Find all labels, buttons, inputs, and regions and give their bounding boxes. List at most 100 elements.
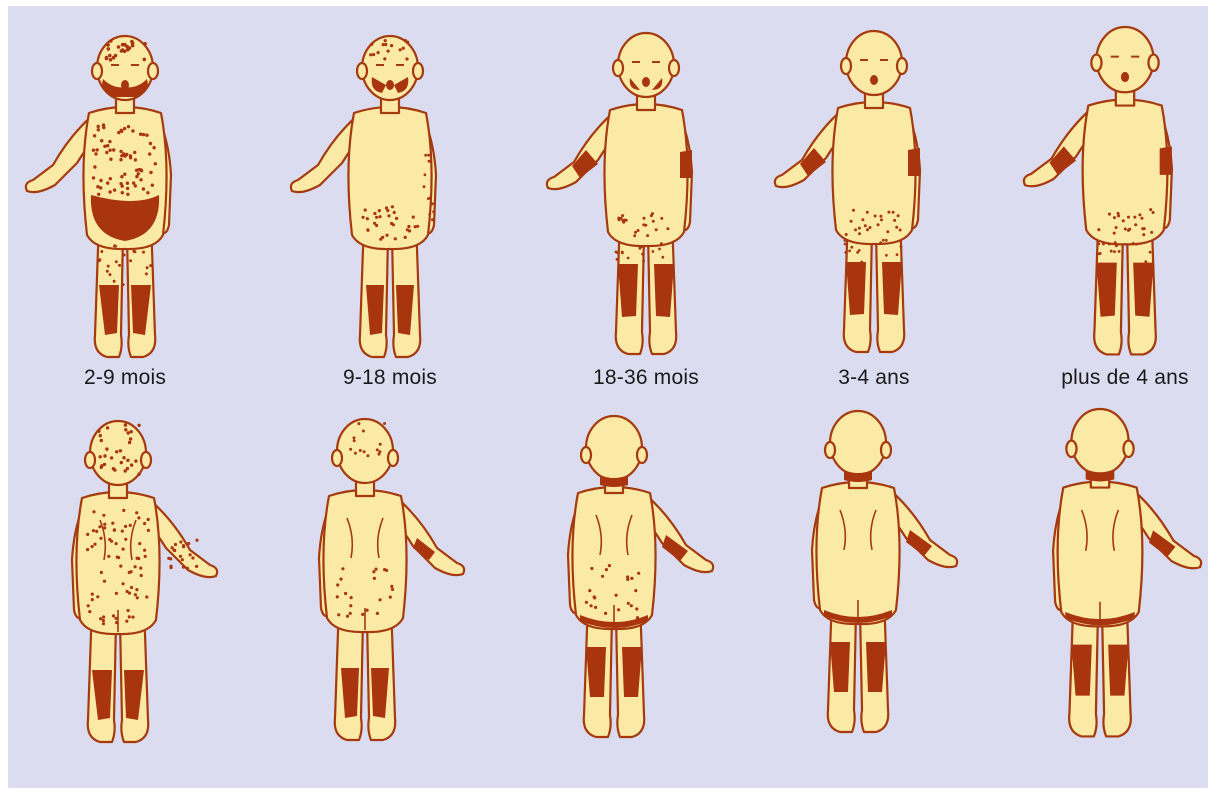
child-back-3 [812, 411, 957, 732]
lesion-dot [412, 216, 415, 219]
lesion-dot [135, 511, 138, 514]
lesion-dot [100, 439, 103, 442]
lesion-dot [126, 193, 129, 196]
ear [85, 452, 95, 468]
lesion-dot [114, 245, 117, 248]
lesion-dot [378, 453, 381, 456]
lesion-dot [1097, 242, 1100, 245]
lesion-dot [658, 248, 661, 251]
lesion-dot [1108, 243, 1111, 246]
lesion-dot [642, 223, 645, 226]
lesion-dot [622, 221, 625, 224]
lesion-dot [364, 208, 367, 211]
lesion-dot [349, 448, 352, 451]
lesion-dot [145, 595, 148, 598]
lesion-dot [102, 619, 105, 622]
lesion-dot [121, 184, 124, 187]
lesion-dot [121, 530, 124, 533]
lesion-dot [115, 450, 118, 453]
lesion-dot [379, 443, 382, 446]
lesion-dot [390, 222, 393, 225]
lesion-dot [99, 434, 102, 437]
lesion-dot [858, 232, 861, 235]
lesion-dot [149, 264, 152, 267]
lesion-dot [95, 530, 98, 533]
lesion-dot [131, 44, 135, 48]
lesion-dot [116, 556, 119, 559]
lesion-dot [344, 592, 347, 595]
lesion-dot [103, 580, 106, 583]
lesion-dot [108, 140, 111, 143]
child-front-4 [1024, 27, 1172, 354]
lesion-dot [98, 259, 101, 262]
lesion-dot [171, 546, 174, 549]
lesion-dot [1097, 228, 1100, 231]
lesion-dot [850, 220, 853, 223]
lesion-dot [115, 542, 118, 545]
lesion-dot [99, 617, 102, 620]
ear [332, 450, 342, 466]
lesion-dot [349, 604, 352, 607]
lesion-dot [1140, 217, 1143, 220]
lesion-dot [174, 543, 177, 546]
lesion-dot [143, 549, 146, 552]
lesion-dot [113, 529, 116, 532]
lesion-dot [885, 239, 888, 242]
lesion-dot [376, 448, 379, 451]
lesion-dot [1134, 223, 1137, 226]
lesion-dot [109, 158, 112, 161]
lesion-dot [147, 518, 150, 521]
lesion-dot [866, 211, 869, 214]
lesion-dot [152, 146, 155, 149]
lesion-dot [143, 42, 147, 46]
lesion-dot [431, 202, 434, 205]
lesion-dot [195, 565, 198, 568]
lesion-dot [391, 205, 394, 208]
lesion-dot [1110, 250, 1113, 253]
lesion-dot [387, 214, 390, 217]
lesion-dot [121, 191, 124, 194]
lesion-dot [844, 251, 847, 254]
lesion-dot [588, 589, 591, 592]
ear [413, 63, 423, 79]
lesion-dot [124, 525, 127, 528]
ear [881, 442, 891, 458]
lesion-dot [617, 608, 620, 611]
lesion-dot [99, 179, 102, 182]
lesion-dot [1152, 211, 1155, 214]
lesion-dot [660, 242, 663, 245]
mouth [386, 80, 394, 90]
lesion-dot [139, 567, 142, 570]
lesion-dot [643, 217, 646, 220]
lesion-dot [93, 165, 96, 168]
lesion-dot [637, 229, 640, 232]
lesion-dot [109, 273, 112, 276]
lesion-dot [92, 149, 95, 152]
lesion-dot [366, 228, 369, 231]
lesion-dot [130, 586, 133, 589]
lesion-dot [126, 182, 129, 185]
lesion-dot [877, 223, 880, 226]
lesion-dot [1108, 213, 1111, 216]
lesion-dot [615, 594, 618, 597]
lesion-dot [1113, 250, 1116, 253]
lesion-dot [858, 249, 861, 252]
lesion-dot [642, 260, 645, 263]
age-label-over-4-years: plus de 4 ans [1030, 366, 1216, 390]
lesion-dot [357, 422, 360, 425]
lesion-dot [123, 127, 126, 130]
lesion-dot [387, 50, 390, 53]
lesion-dot [142, 251, 145, 254]
lesion-dot [893, 219, 896, 222]
lesion-dot [1117, 214, 1120, 217]
lesion-dot [1144, 260, 1147, 263]
lesion-dot [151, 184, 154, 187]
child-back-0 [72, 421, 217, 742]
child-back-2 [568, 416, 713, 737]
lesion-dot [133, 250, 136, 253]
lesion-dot [630, 577, 633, 580]
lesion-dot [113, 188, 116, 191]
lesion-dot [590, 604, 593, 607]
lesion-dot [94, 152, 97, 155]
lesion-dot [144, 555, 147, 558]
